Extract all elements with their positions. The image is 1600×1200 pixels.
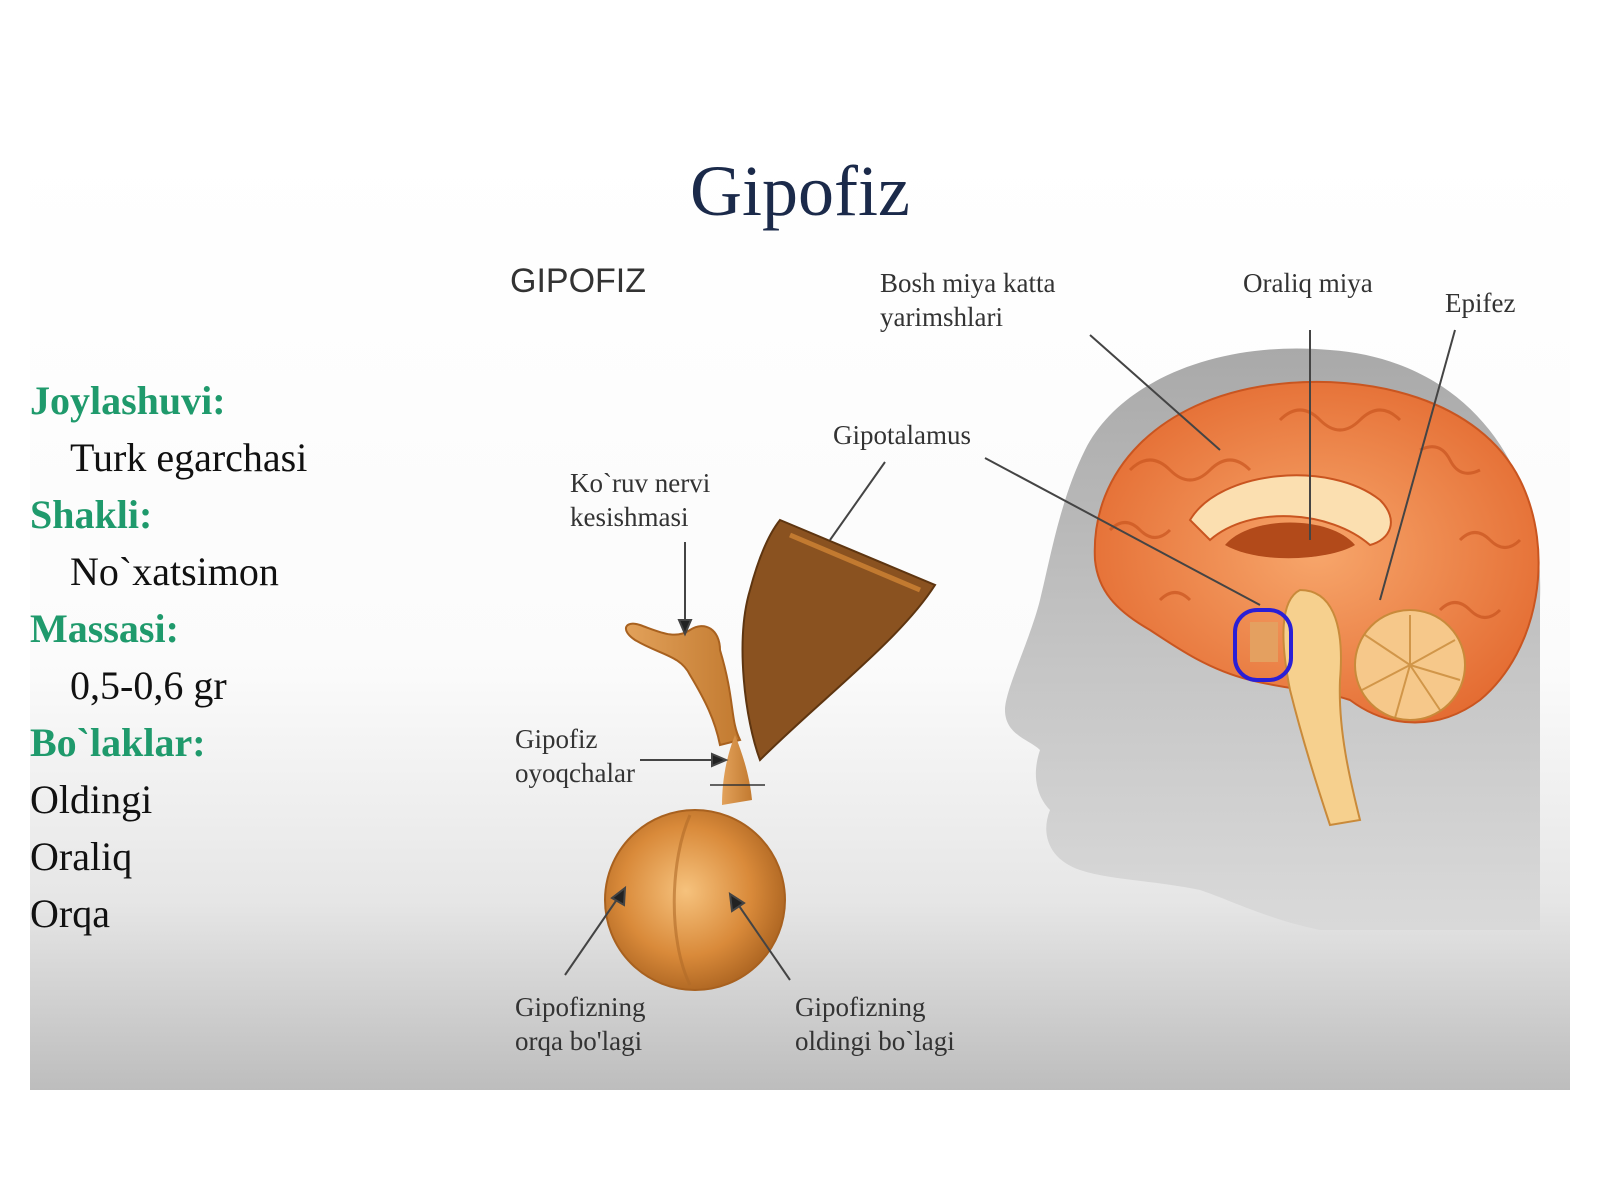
lobe-item: Orqa xyxy=(30,891,110,936)
pituitary-highlight xyxy=(1233,608,1293,682)
brainstem xyxy=(1282,588,1362,827)
diencephalon-region xyxy=(1225,522,1355,559)
lobe-item: Oldingi xyxy=(30,777,153,822)
hypothalamus-wedge xyxy=(741,518,937,762)
location-heading: Joylashuvi: xyxy=(30,378,226,423)
corpus-callosum xyxy=(1188,474,1392,547)
shape-heading: Shakli: xyxy=(30,492,153,537)
location-value: Turk egarchasi xyxy=(70,435,308,480)
mass-value: 0,5-0,6 gr xyxy=(70,663,227,708)
diagram-subtitle: GIPOFIZ xyxy=(510,262,646,300)
optic-chiasm xyxy=(625,622,742,747)
label-epiphysis: Epifez xyxy=(1445,288,1516,318)
label-diencephalon: Oraliq miya xyxy=(1243,268,1373,298)
label-hypothalamus: Gipotalamus xyxy=(833,420,971,450)
lobes-heading: Bo`laklar: xyxy=(30,720,206,765)
page-title: Gipofiz xyxy=(690,151,910,231)
info-panel: Joylashuvi: Turk egarchasi Shakli: No`xa… xyxy=(30,372,307,942)
lobe-item: Oraliq xyxy=(30,834,133,879)
pituitary-stalk xyxy=(722,735,752,805)
mass-heading: Massasi: xyxy=(30,606,179,651)
pituitary-gland xyxy=(604,809,786,991)
shape-value: No`xatsimon xyxy=(70,549,279,594)
